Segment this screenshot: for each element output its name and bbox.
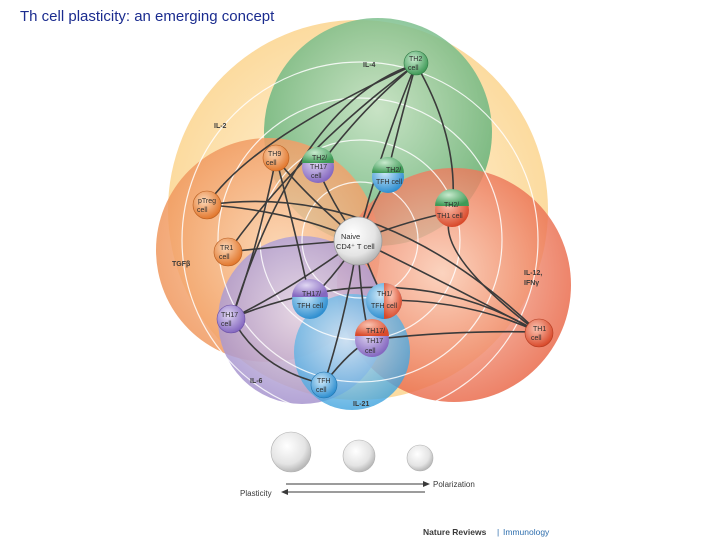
- tr1-cell[interactable]: TR1 cell: [214, 238, 242, 266]
- th17-cell[interactable]: TH17 cell: [217, 305, 245, 333]
- tfh-cell-label-line1: TFH: [317, 378, 331, 385]
- th2-cell[interactable]: TH2 cell: [404, 51, 428, 75]
- th2-th17-label-line2: TH17: [310, 164, 327, 171]
- il6-label: IL-6: [250, 378, 263, 385]
- naive-cell-label-line2: CD4⁺ T cell: [336, 242, 375, 251]
- il4-label: IL-4: [363, 62, 376, 69]
- th17-cell-label-line2: cell: [221, 321, 232, 328]
- th1-tfh-label-line2: TFH cell: [371, 303, 398, 310]
- th2-th1-cell[interactable]: TH2/ TH1 cell: [435, 189, 469, 227]
- tgfb-label: TGFβ: [172, 261, 191, 268]
- th9-cell[interactable]: TH9 cell: [263, 145, 289, 171]
- journal-subject: Immunology: [503, 527, 550, 537]
- il12-label-line2: IFNγ: [524, 280, 539, 287]
- th9-cell-label-line2: cell: [266, 160, 277, 167]
- journal-name: Nature Reviews: [423, 527, 487, 537]
- th17-th1-label-line3: cell: [365, 348, 376, 355]
- th17-tfh-cell[interactable]: TH17/ TFH cell: [292, 279, 328, 319]
- journal-credit: Nature Reviews | Immunology: [423, 527, 550, 537]
- th17-cell-label-line1: TH17: [221, 312, 238, 319]
- th1-cell-label-line1: TH1: [533, 326, 546, 333]
- tfh-cell[interactable]: TFH cell: [311, 372, 337, 398]
- legend-sphere-small: [407, 445, 433, 471]
- il12-label-line1: IL-12,: [524, 270, 542, 277]
- th9-cell-label-line1: TH9: [268, 151, 281, 158]
- th17-tfh-label-line1: TH17/: [302, 291, 321, 298]
- journal-separator: |: [497, 527, 499, 537]
- th1-cell[interactable]: TH1 cell: [525, 319, 553, 347]
- th2-th17-label-line1: TH2/: [312, 155, 327, 162]
- th17-th1-label-line1: TH17/: [366, 328, 385, 335]
- th17-tfh-label-line2: TFH cell: [297, 303, 324, 310]
- tfh-cell-label-line2: cell: [316, 387, 327, 394]
- il21-label: IL-21: [353, 401, 369, 408]
- legend-sphere-medium: [343, 440, 375, 472]
- ptreg-cell[interactable]: pTreg cell: [193, 191, 221, 219]
- th2-tfh-label-line1: TH2/: [386, 167, 401, 174]
- th2-cell-label-line1: TH2: [409, 56, 422, 63]
- th2-th1-label-line1: TH2/: [444, 202, 459, 209]
- il2-label: IL-2: [214, 123, 227, 130]
- ptreg-cell-label-line2: cell: [197, 207, 208, 214]
- th1-cell-label-line2: cell: [531, 335, 542, 342]
- plasticity-legend: Polarization Plasticity: [240, 432, 475, 498]
- th1-tfh-label-line1: TH1/: [377, 291, 392, 298]
- naive-cell-label-line1: Naive: [341, 232, 360, 241]
- th17-th1-label-line2: TH17: [366, 338, 383, 345]
- th2-th17-label-line3: cell: [311, 173, 322, 180]
- th2-tfh-cell[interactable]: TH2/ TFH cell: [372, 157, 404, 193]
- naive-cd4-t-cell[interactable]: Naive CD4⁺ T cell: [334, 217, 382, 265]
- th2-tfh-label-line2: TFH cell: [376, 179, 403, 186]
- ptreg-cell-label-line1: pTreg: [198, 198, 216, 205]
- th2-cell-label-line2: cell: [408, 65, 419, 72]
- legend-sphere-large: [271, 432, 311, 472]
- th17-th1-cell[interactable]: TH17/ TH17 cell: [355, 319, 389, 357]
- plasticity-label: Plasticity: [240, 489, 272, 498]
- polarization-label: Polarization: [433, 480, 475, 489]
- th2-th17-cell[interactable]: TH2/ TH17 cell: [302, 147, 334, 183]
- th2-th1-label-line2: TH1 cell: [437, 213, 463, 220]
- th1-tfh-cell[interactable]: TH1/ TFH cell: [366, 283, 402, 319]
- plasticity-arrowhead-icon: [281, 489, 288, 495]
- tr1-cell-label-line2: cell: [219, 254, 230, 261]
- tr1-cell-label-line1: TR1: [220, 245, 233, 252]
- polarization-arrowhead-icon: [423, 481, 430, 487]
